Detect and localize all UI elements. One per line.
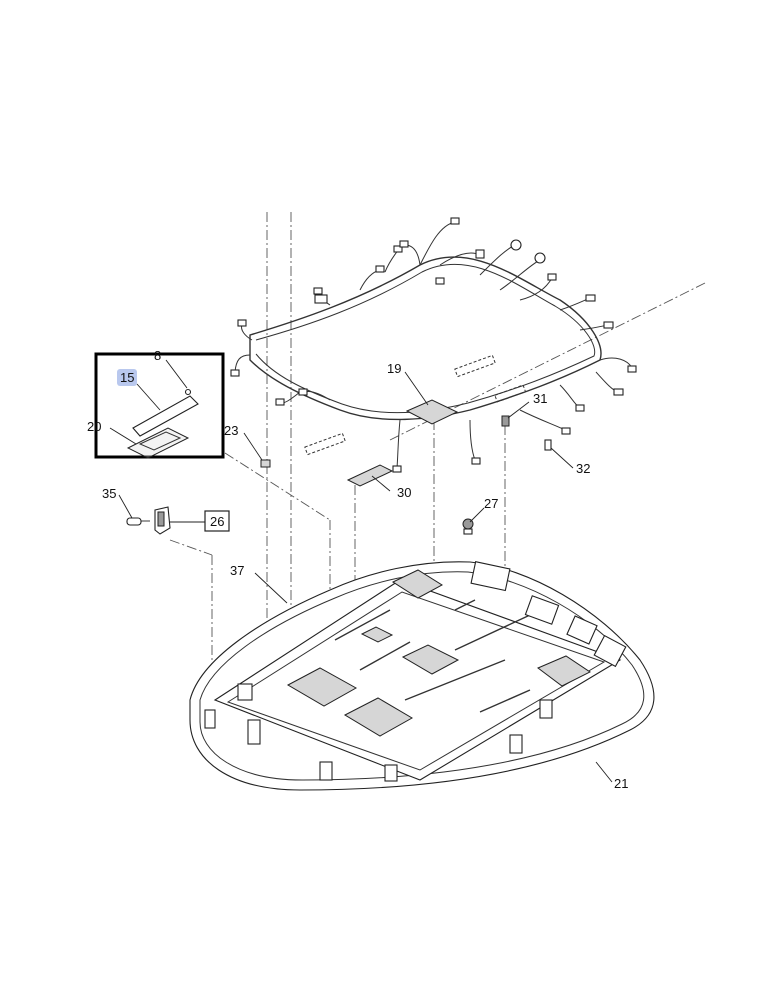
callout-27: 27 [484,496,498,511]
callout-20: 20 [87,419,101,434]
callout-30: 30 [397,485,411,500]
callout-32: 32 [576,461,590,476]
callout-23: 23 [224,423,238,438]
callout-15: 15 [120,370,134,385]
callout-8: 8 [154,348,161,363]
callout-19: 19 [387,361,401,376]
callout-labels: 8 15 20 23 19 30 31 32 27 35 26 37 21 [87,348,628,791]
pad-part-19 [405,399,459,425]
connector-part-32 [544,439,552,451]
callout-15-highlight [117,369,137,386]
headliner-labels [304,354,527,456]
roof-base-panel [189,561,655,791]
callout-21: 21 [614,776,628,791]
callout-37: 37 [230,563,244,578]
callout-35: 35 [102,486,116,501]
wiring-harness [230,217,637,473]
bracket-part-26 [154,506,171,535]
leader-lines [109,359,613,783]
clip-part-23 [260,459,271,468]
callout-31: 31 [533,391,547,406]
screw-part-35 [126,517,150,526]
nut-part-27 [462,518,474,535]
clip-part-31 [501,415,510,427]
strip-part-30 [346,464,394,487]
detail-box [94,352,225,459]
callout-26: 26 [210,514,224,529]
